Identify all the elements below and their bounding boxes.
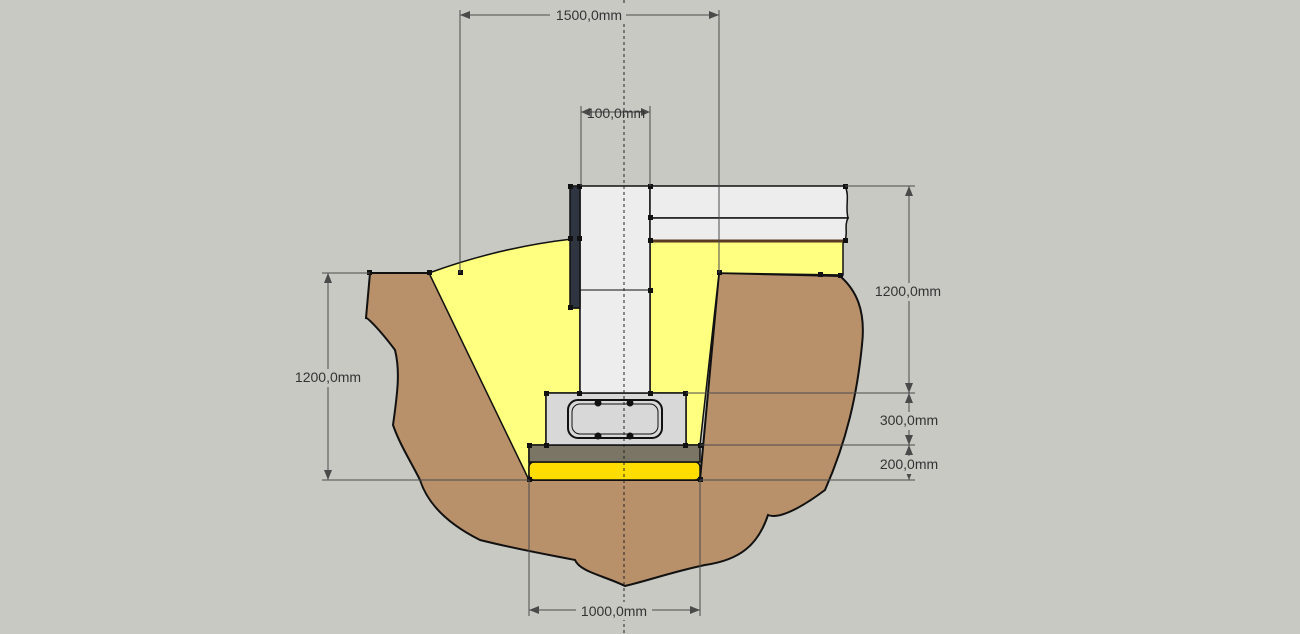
dimension-top-width: 1500,0mm: [459, 6, 720, 273]
left-height-label: 1200,0mm: [295, 369, 361, 385]
floor-slab: [649, 185, 849, 219]
dimension-wall-width: 100,0mm: [580, 105, 651, 186]
dimension-bottom-width: 1000,0mm: [528, 480, 701, 620]
base-height-label: 200,0mm: [880, 456, 938, 472]
dimension-right-height: 1200,0mm: [686, 185, 946, 394]
top-width-label: 1500,0mm: [556, 7, 622, 23]
bottom-width-label: 1000,0mm: [581, 603, 647, 619]
rebar-cage-inner: [571, 403, 659, 435]
footing-height-label: 300,0mm: [880, 412, 938, 428]
floor-slab-lower: [649, 217, 850, 242]
soil-mass: [364, 271, 864, 588]
right-height-label: 1200,0mm: [875, 283, 941, 299]
rebar-cage: [567, 399, 663, 439]
rebar-bars: [594, 399, 634, 440]
insulation-strip: [569, 185, 581, 309]
sand-base-layer: [528, 461, 701, 481]
dimension-left-height: 1200,0mm: [290, 272, 529, 481]
wall-width-label: 100,0mm: [587, 105, 645, 121]
dimension-footing-height: 300,0mm: [700, 393, 944, 446]
dimension-base-height: 200,0mm: [700, 445, 944, 481]
gravel-layer: [528, 444, 701, 463]
